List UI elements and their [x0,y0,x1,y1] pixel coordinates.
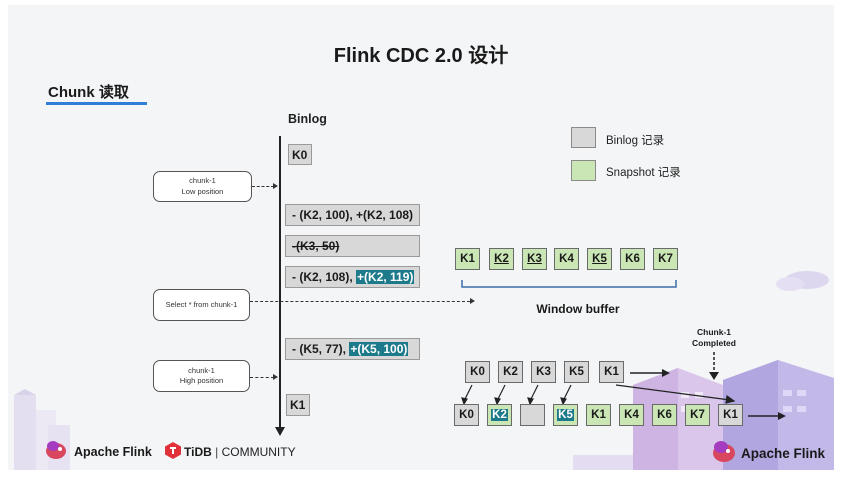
high-position-connector [250,377,274,378]
window-buffer-brace [461,280,677,288]
binlog-row-k1: K1 [599,361,624,383]
high-position-line2: High position [179,376,224,385]
high-position-line1: chunk-1 [188,365,215,375]
section-title: Chunk 读取 [48,84,129,101]
arrow-right-icon [273,183,278,189]
result-k0: K0 [454,404,479,426]
legend-snapshot-swatch [571,160,596,181]
arrow-right-icon [470,298,475,304]
apache-flink-footer-label: Apache Flink [74,445,152,459]
legend-binlog-label: Binlog 记录 [606,135,665,147]
binlog-event-k5-update: - (K5, 77), +(K5, 100) [285,338,420,360]
binlog-timeline [279,136,281,431]
apache-flink-footer-right: Apache Flink [741,446,826,461]
binlog-row-k5: K5 [564,361,589,383]
tidb-community-label: TiDB | COMMUNITY [184,445,296,459]
binlog-row-k0: K0 [465,361,490,383]
select-chunk-pill: Select * from chunk-1 [153,289,250,321]
window-buffer-k1: K1 [455,248,480,270]
binlog-event-k2-update-2: - (K2, 108), +(K2, 119) [285,266,420,288]
community-text: COMMUNITY [221,445,296,459]
result-k1: K1 [586,404,611,426]
binlog-event-k3-delete: -(K3, 50) [285,235,420,257]
binlog-row-k2: K2 [498,361,523,383]
binlog-event-prefix: - (K2, 108), [292,270,357,284]
window-buffer-k6: K6 [620,248,645,270]
result-k5: K5 [553,404,578,426]
binlog-event-highlight: +(K2, 119) [356,270,415,284]
window-buffer-k4: K4 [554,248,579,270]
legend-snapshot-label: Snapshot 记录 [606,167,681,179]
apache-flink-logo [46,441,66,459]
legend-binlog-swatch [571,127,596,148]
window-buffer-k3: K3 [522,248,547,270]
result-k2-text: K2 [491,409,508,421]
binlog-event-prefix: - (K5, 77), [292,342,350,356]
result-k1-binlog: K1 [718,404,743,426]
low-position-line1: chunk-1 [189,176,216,186]
result-k5-text: K5 [557,409,574,421]
low-position-line2: Low position [181,186,224,196]
arrow-right-icon [273,374,278,380]
binlog-event-k2-update: - (K2, 100), +(K2, 108) [285,204,420,226]
slide: Flink CDC 2.0 设计 Chunk 读取 Binlog K0 - (K… [8,5,834,470]
merge-arrows [461,384,736,406]
section-underline [46,102,147,105]
select-chunk-connector [250,301,470,302]
result-k2: K2 [487,404,512,426]
down-arrow-icon [709,352,719,380]
binlog-event-k1: K1 [286,394,310,416]
tidb-text: TiDB [184,445,212,459]
arrow-right-icon [630,369,670,377]
result-empty [520,404,545,426]
low-position-pill: chunk-1 Low position [153,171,252,202]
select-chunk-text: Select * from chunk-1 [165,299,238,309]
window-buffer-label: Window buffer [536,302,620,316]
timeline-arrow-icon [275,427,285,436]
arrow-right-icon [748,412,786,420]
result-k6: K6 [652,404,677,426]
binlog-event-highlight: +(K5, 100) [349,342,409,356]
result-k7: K7 [685,404,710,426]
window-buffer-k5: K5 [587,248,612,270]
chunk-completed-label: Chunk-1 Completed [692,327,736,349]
high-position-pill: chunk-1 High position [153,360,250,392]
binlog-event-k3-text: -(K3, 50) [292,239,340,253]
result-k4: K4 [619,404,644,426]
slide-title: Flink CDC 2.0 设计 [333,45,509,67]
apache-flink-logo-right [713,441,735,462]
binlog-axis-label: Binlog [288,112,327,126]
window-buffer-k7: K7 [653,248,678,270]
tidb-logo [165,442,181,459]
window-buffer-k2: K2 [489,248,514,270]
binlog-row-k3: K3 [531,361,556,383]
binlog-event-k0: K0 [288,144,312,165]
low-position-connector [252,186,274,187]
